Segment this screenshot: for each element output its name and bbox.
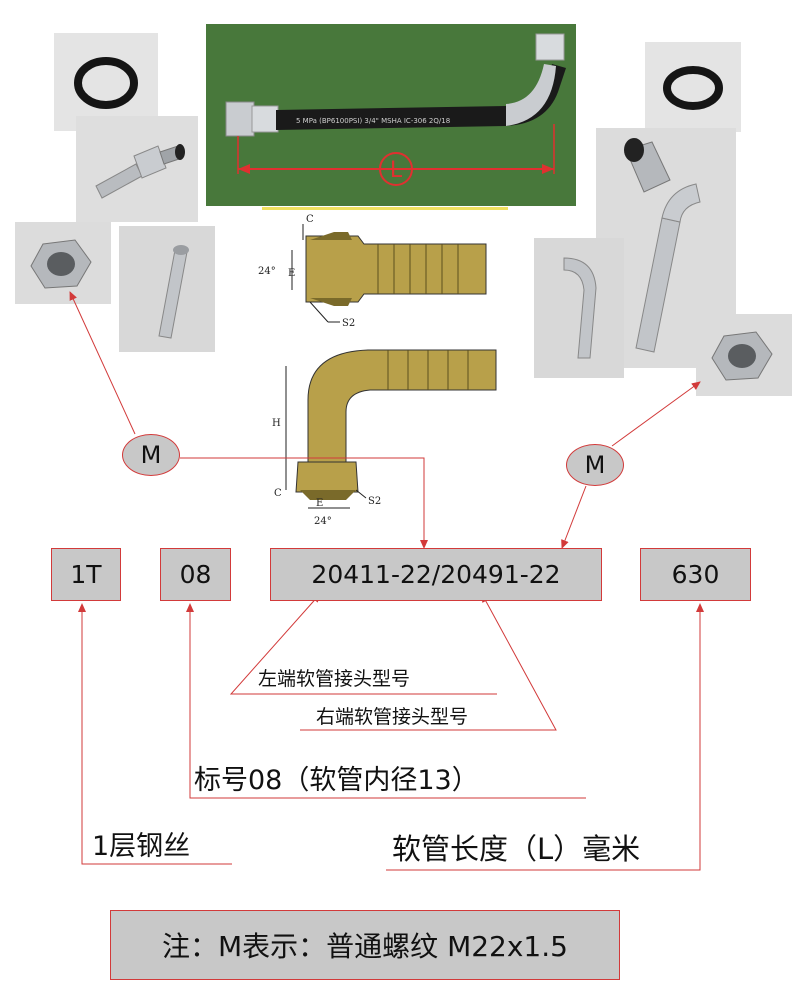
dim-label-c: C [306,214,314,225]
layer-description-label: 1层钢丝 [92,831,191,862]
hose-print-text: 5 MPa (BP6100PSI) 3/4" MSHA IC-306 2Q/18 [296,117,450,125]
dim-label-e: E [288,268,295,279]
size-code-box: 08 [160,548,231,601]
o-ring-photo-right [645,42,741,132]
dim-label-c-elbow: C [274,488,282,499]
length-marker-L: L [390,158,403,183]
straight-stem-photo [119,226,215,352]
layer-code-box: 1T [51,548,121,601]
m-marker-right: M [566,444,624,486]
hose-assembly-photo: 5 MPa (BP6100PSI) 3/4" MSHA IC-306 2Q/18… [206,24,576,206]
dim-label-angle-elbow: 24° [314,516,332,527]
hex-nut-photo-right [696,314,792,396]
hex-nut-photo-left [15,222,111,304]
dim-label-s2-elbow: S2 [368,496,381,507]
elbow-fitting-drawing: H C E 24° S2 [272,349,497,527]
dim-label-s2: S2 [342,318,355,329]
straight-fitting-drawing: C E 24° S2 [258,214,487,329]
dim-label-angle: 24° [258,266,276,277]
thread-note: 注：M表示：普通螺纹 M22x1.5 [110,910,620,980]
fittings-code-box: 20411-22/20491-22 [270,548,602,601]
length-code-box: 630 [640,548,751,601]
dim-label-h: H [272,418,281,429]
dim-label-e-elbow: E [316,498,323,509]
elbow-stem-photo [534,238,624,378]
right-fitting-label: 右端软管接头型号 [316,706,469,728]
length-description-label: 软管长度（L）毫米 [392,832,641,866]
yellow-underline [262,207,508,210]
straight-fitting-photo [76,116,198,222]
o-ring-photo-left [54,33,158,131]
size-description-label: 标号08（软管内径13） [194,765,479,796]
left-fitting-label: 左端软管接头型号 [258,668,411,690]
m-marker-left: M [122,434,180,476]
